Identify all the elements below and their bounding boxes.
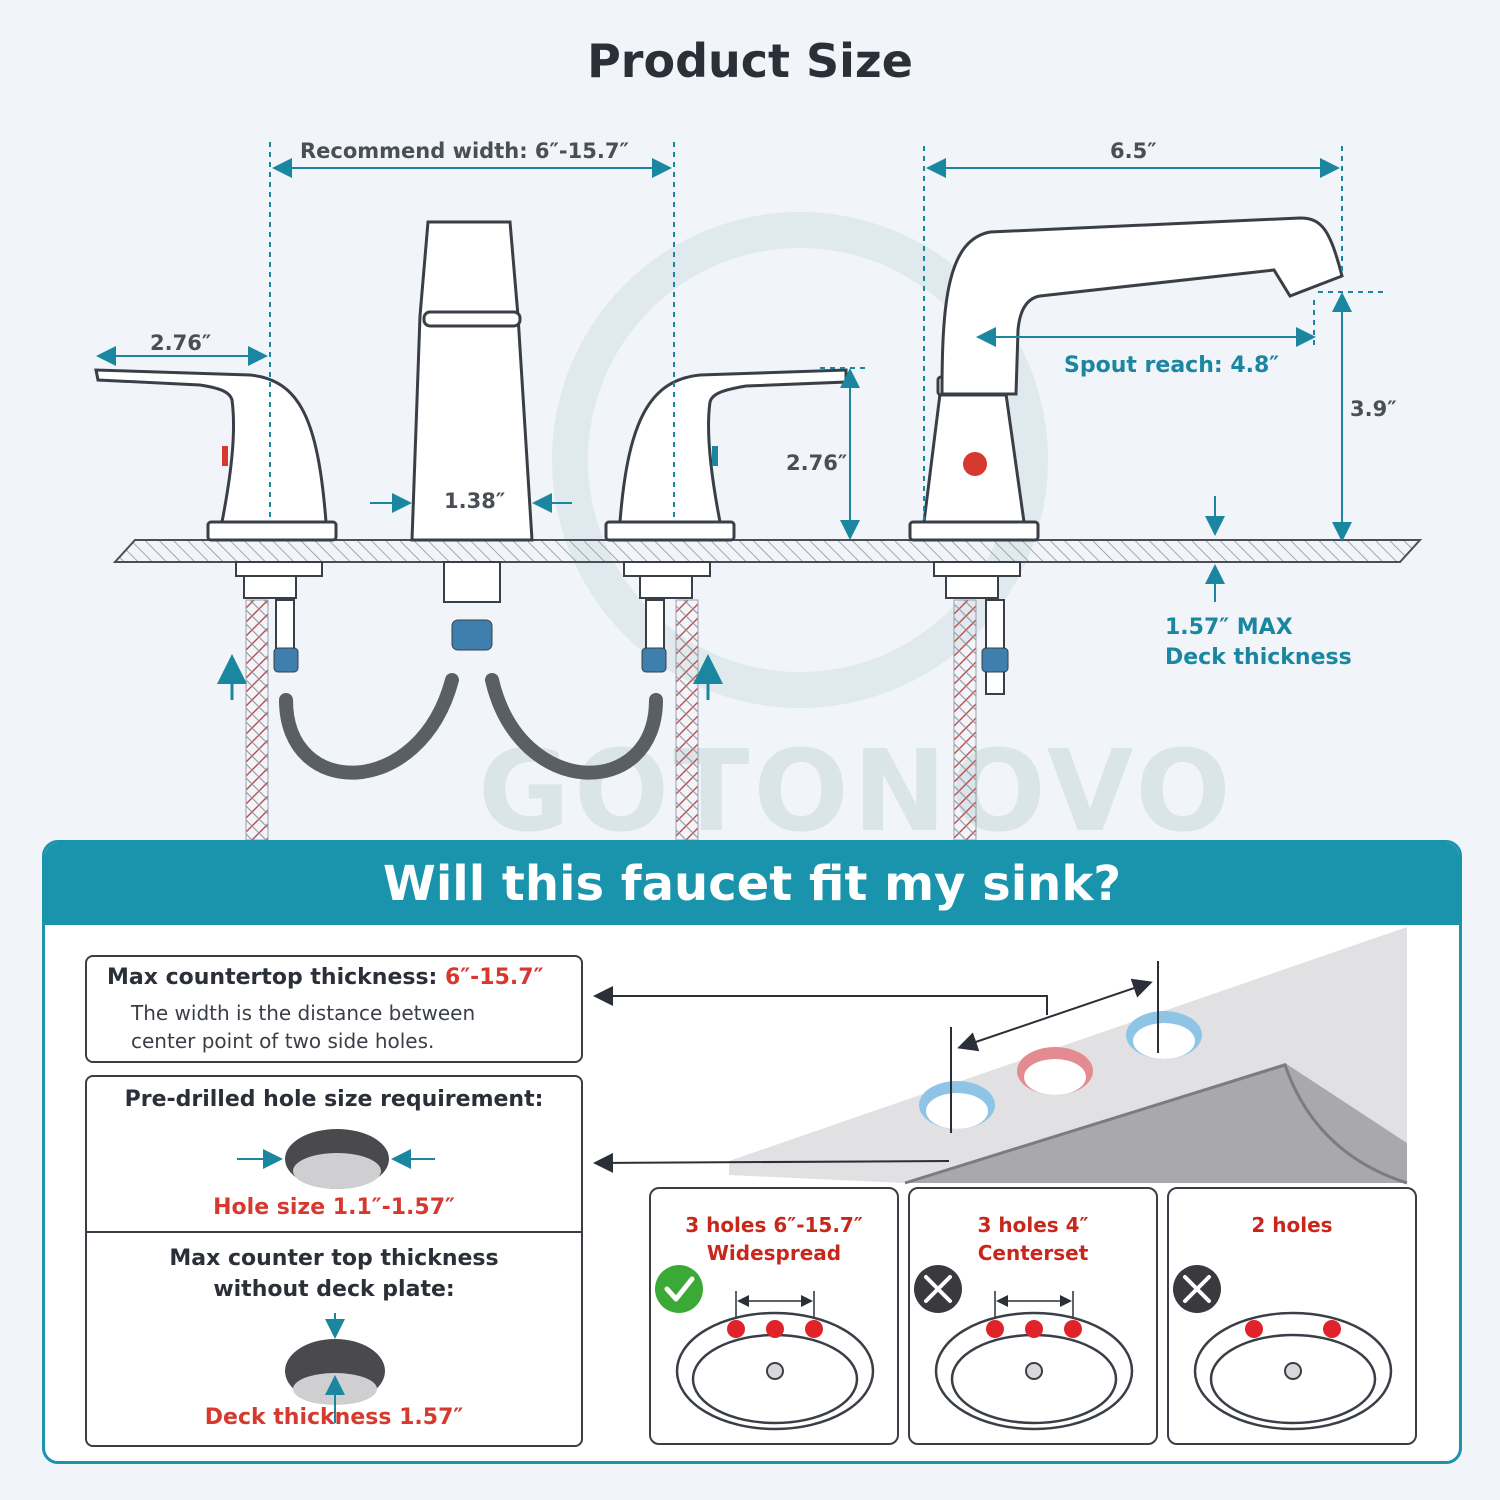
page-title: Product Size xyxy=(587,34,913,88)
right-handle xyxy=(604,368,848,542)
side-spout xyxy=(908,216,1344,542)
option-title-line-2: Widespread xyxy=(706,1241,842,1265)
faucet-dimension-diagram: GOTONOVO xyxy=(94,139,1423,840)
deck-thickness-max-label: 1.57″ MAX xyxy=(1165,615,1293,640)
hole-requirements-box: Pre-drilled hole size requirement: Hole … xyxy=(85,1075,583,1447)
countertop-thickness-heading: Max countertop thickness: 6″-15.7″ xyxy=(107,965,543,990)
hole-size-heading: Pre-drilled hole size requirement: xyxy=(124,1087,544,1112)
countertop-thickness-label: Max countertop thickness: xyxy=(107,965,446,990)
option-title-line-2: Centerset xyxy=(977,1241,1089,1265)
option-centerset: 3 holes 4″ Centerset xyxy=(908,1187,1158,1445)
description-line-1: The width is the distance between xyxy=(131,1001,476,1025)
centerset-sink-icon xyxy=(914,1265,1134,1431)
dimension-lines xyxy=(96,142,1384,602)
fit-banner: Will this faucet fit my sink? xyxy=(45,843,1459,925)
deck-plate-heading: Max counter top thickness without deck p… xyxy=(87,1243,581,1305)
hole-right xyxy=(1126,1011,1202,1059)
box-divider xyxy=(87,1231,581,1233)
option-title-line-1: 2 holes xyxy=(1251,1213,1333,1237)
countertop-thickness-description: The width is the distance between center… xyxy=(131,999,475,1055)
hole-left xyxy=(919,1081,995,1129)
handle-length-label: 2.76″ xyxy=(150,331,211,355)
countertop-thickness-value: 6″-15.7″ xyxy=(445,965,544,990)
two-hole-sink-icon xyxy=(1173,1265,1393,1431)
left-handle xyxy=(94,368,338,542)
option-title-line-1: 3 holes 6″-15.7″ xyxy=(685,1213,863,1237)
deck-thickness-icon xyxy=(285,1313,385,1423)
handle-height-label: 2.76″ xyxy=(786,451,847,475)
hole-distance-arrows xyxy=(593,961,1159,1173)
hole-size-icon xyxy=(237,1129,435,1189)
description-line-2: center point of two side holes. xyxy=(131,1029,435,1053)
deck-plate-heading-line-2: without deck plate: xyxy=(213,1277,455,1302)
option-title-line-1: 3 holes 4″ xyxy=(977,1213,1089,1237)
spout-height-label: 3.9″ xyxy=(1350,397,1397,421)
hole-size-value: Hole size 1.1″-1.57″ xyxy=(213,1195,455,1220)
sink-basin-edge xyxy=(905,1063,1407,1183)
countertop-slab xyxy=(112,539,1423,563)
option-widespread-title: 3 holes 6″-15.7″ Widespread xyxy=(651,1211,897,1267)
widespread-sink-icon xyxy=(655,1265,875,1431)
spout-base-width-label: 1.38″ xyxy=(444,489,505,513)
option-centerset-title: 3 holes 4″ Centerset xyxy=(910,1211,1156,1267)
spout-reach-label: Spout reach: 4.8″ xyxy=(1064,353,1279,378)
deck-thickness-label: Deck thickness xyxy=(1165,645,1352,670)
fit-check-panel: Will this faucet fit my sink? xyxy=(42,840,1462,1464)
watermark-logo: GOTONOVO xyxy=(478,212,1235,840)
under-sink-plumbing xyxy=(217,561,1021,840)
hole-center xyxy=(1017,1047,1093,1095)
option-two-holes: 2 holes xyxy=(1167,1187,1417,1445)
deck-plate-heading-line-1: Max counter top thickness xyxy=(169,1246,499,1271)
spout-width-label: 6.5″ xyxy=(1110,139,1157,163)
countertop-illustration xyxy=(593,927,1408,1185)
option-two-holes-title: 2 holes xyxy=(1169,1211,1415,1239)
check-icon xyxy=(655,1265,703,1313)
option-widespread: 3 holes 6″-15.7″ Widespread xyxy=(649,1187,899,1445)
recommend-width-label: Recommend width: 6″-15.7″ xyxy=(300,139,629,163)
center-spout-body xyxy=(410,220,534,542)
deck-thickness-value: Deck thickness 1.57″ xyxy=(204,1405,464,1430)
countertop-thickness-box: Max countertop thickness: 6″-15.7″ The w… xyxy=(85,955,583,1063)
watermark-text: GOTONOVO xyxy=(478,727,1235,840)
